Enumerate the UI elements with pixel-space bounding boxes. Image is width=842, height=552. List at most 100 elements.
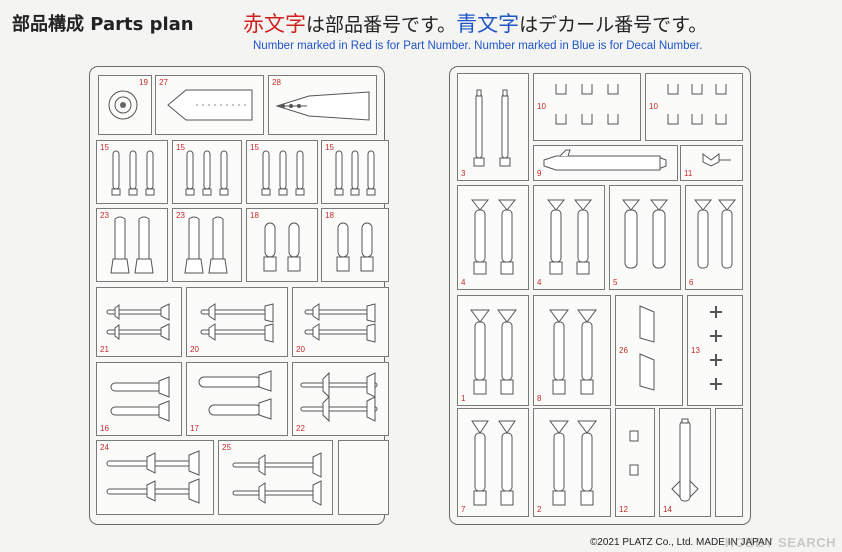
bomb-group-drawing bbox=[549, 309, 597, 395]
bomb-group-drawing bbox=[110, 376, 170, 422]
part-cell-10: 10 bbox=[533, 73, 641, 141]
fin-group-drawing bbox=[710, 306, 722, 390]
missile-group-drawing bbox=[106, 450, 200, 504]
part-cell-15: 15 bbox=[246, 140, 318, 204]
watermark-logo: HOBBY SEARCH bbox=[724, 535, 836, 550]
bomb-group-drawing bbox=[336, 222, 374, 272]
part-cell-22: 22 bbox=[292, 362, 389, 436]
part-number: 2 bbox=[537, 505, 542, 514]
part-cell-18: 18 bbox=[321, 208, 389, 282]
pod-part-drawing bbox=[543, 149, 667, 171]
part-number: 23 bbox=[176, 211, 185, 220]
part-number: 11 bbox=[684, 169, 693, 178]
part-number: 15 bbox=[100, 143, 109, 152]
bomb-group-drawing bbox=[473, 89, 511, 167]
bomb-group-drawing bbox=[470, 199, 517, 275]
part-cell-1: 1 bbox=[457, 295, 529, 406]
empty-cell bbox=[338, 440, 389, 515]
part-number: 3 bbox=[461, 169, 466, 178]
part-number: 17 bbox=[190, 424, 199, 433]
part-number: 27 bbox=[159, 78, 168, 87]
bomb-group-drawing bbox=[184, 216, 228, 274]
page-title: 部品構成 Parts plan bbox=[12, 14, 194, 35]
part-number: 15 bbox=[176, 143, 185, 152]
empty-cell bbox=[715, 408, 743, 517]
part-number: 10 bbox=[649, 102, 658, 111]
pylon-part-drawing bbox=[275, 91, 370, 121]
part-number: 13 bbox=[691, 346, 700, 355]
bomb-group-drawing bbox=[185, 150, 229, 196]
part-number: 6 bbox=[689, 278, 694, 287]
part-number: 20 bbox=[296, 345, 305, 354]
part-number: 9 bbox=[537, 169, 542, 178]
bomb-group-drawing bbox=[549, 420, 597, 506]
part-number: 7 bbox=[461, 505, 466, 514]
part-cell-26: 26 bbox=[615, 295, 683, 406]
bomb-group-drawing bbox=[263, 222, 301, 272]
bracket-part-drawing bbox=[702, 153, 731, 167]
part-number: 4 bbox=[461, 278, 466, 287]
bomb-group-drawing bbox=[546, 199, 593, 275]
part-number: 19 bbox=[139, 78, 148, 87]
part-cell-13: 13 bbox=[687, 295, 743, 406]
part-number: 10 bbox=[537, 102, 546, 111]
part-number: 20 bbox=[190, 345, 199, 354]
pylon-part-drawing bbox=[639, 305, 655, 391]
part-cell-15: 15 bbox=[96, 140, 168, 204]
part-cell-16: 16 bbox=[96, 362, 182, 436]
blue-text-label: 青文字 bbox=[456, 12, 520, 36]
bomb-group-drawing bbox=[621, 199, 669, 269]
part-number: 5 bbox=[613, 278, 618, 287]
part-cell-7: 7 bbox=[457, 408, 529, 517]
part-number: 18 bbox=[325, 211, 334, 220]
missile-group-drawing bbox=[304, 303, 376, 343]
part-number: 25 bbox=[222, 443, 231, 452]
part-cell-15: 15 bbox=[172, 140, 242, 204]
part-cell-6: 6 bbox=[685, 185, 743, 290]
part-cell-9: 9 bbox=[533, 145, 678, 181]
part-number: 1 bbox=[461, 394, 466, 403]
part-cell-21: 21 bbox=[96, 287, 182, 357]
part-cell-2: 2 bbox=[533, 408, 611, 517]
part-cell-14: 14 bbox=[659, 408, 711, 517]
missile-group-drawing bbox=[200, 303, 274, 343]
wheel-part-drawing bbox=[108, 90, 138, 120]
legend-mid-text: は部品番号です。 bbox=[306, 14, 457, 36]
part-cell-24: 24 bbox=[96, 440, 214, 515]
part-cell-15: 15 bbox=[321, 140, 389, 204]
bracket-part-drawing bbox=[629, 430, 639, 476]
legend-subtitle: Number marked in Red is for Part Number.… bbox=[253, 40, 703, 52]
red-text-label: 赤文字 bbox=[243, 12, 306, 36]
part-cell-23: 23 bbox=[172, 208, 242, 282]
part-cell-25: 25 bbox=[218, 440, 333, 515]
part-cell-5: 5 bbox=[609, 185, 681, 290]
bomb-group-drawing bbox=[334, 150, 376, 196]
part-number: 15 bbox=[325, 143, 334, 152]
part-cell-19: 19 bbox=[98, 75, 152, 135]
part-cell-10: 10 bbox=[645, 73, 743, 141]
pod-part-drawing bbox=[671, 418, 699, 502]
missile-group-drawing bbox=[232, 452, 322, 506]
bomb-group-drawing bbox=[261, 150, 305, 196]
part-number: 24 bbox=[100, 443, 109, 452]
fin-group-drawing bbox=[667, 84, 727, 125]
part-cell-28: 28 bbox=[268, 75, 377, 135]
part-number: 4 bbox=[537, 278, 542, 287]
part-cell-20: 20 bbox=[186, 287, 288, 357]
part-number: 12 bbox=[619, 505, 628, 514]
part-cell-4: 4 bbox=[533, 185, 605, 290]
part-number: 16 bbox=[100, 424, 109, 433]
part-cell-23: 23 bbox=[96, 208, 168, 282]
part-cell-4: 4 bbox=[457, 185, 529, 290]
missile-group-drawing bbox=[300, 371, 378, 423]
part-number: 26 bbox=[619, 346, 628, 355]
copyright-text: ©2021 PLATZ Co., Ltd. MADE IN JAPAN bbox=[589, 537, 772, 548]
bomb-group-drawing bbox=[693, 199, 737, 269]
part-cell-12: 12 bbox=[615, 408, 655, 517]
missile-group-drawing bbox=[106, 303, 170, 341]
part-cell-11: 11 bbox=[680, 145, 743, 181]
part-number: 14 bbox=[663, 505, 672, 514]
bomb-group-drawing bbox=[110, 216, 154, 274]
pylon-part-drawing bbox=[167, 89, 253, 121]
legend-end-text: はデカール番号です。 bbox=[519, 14, 708, 36]
